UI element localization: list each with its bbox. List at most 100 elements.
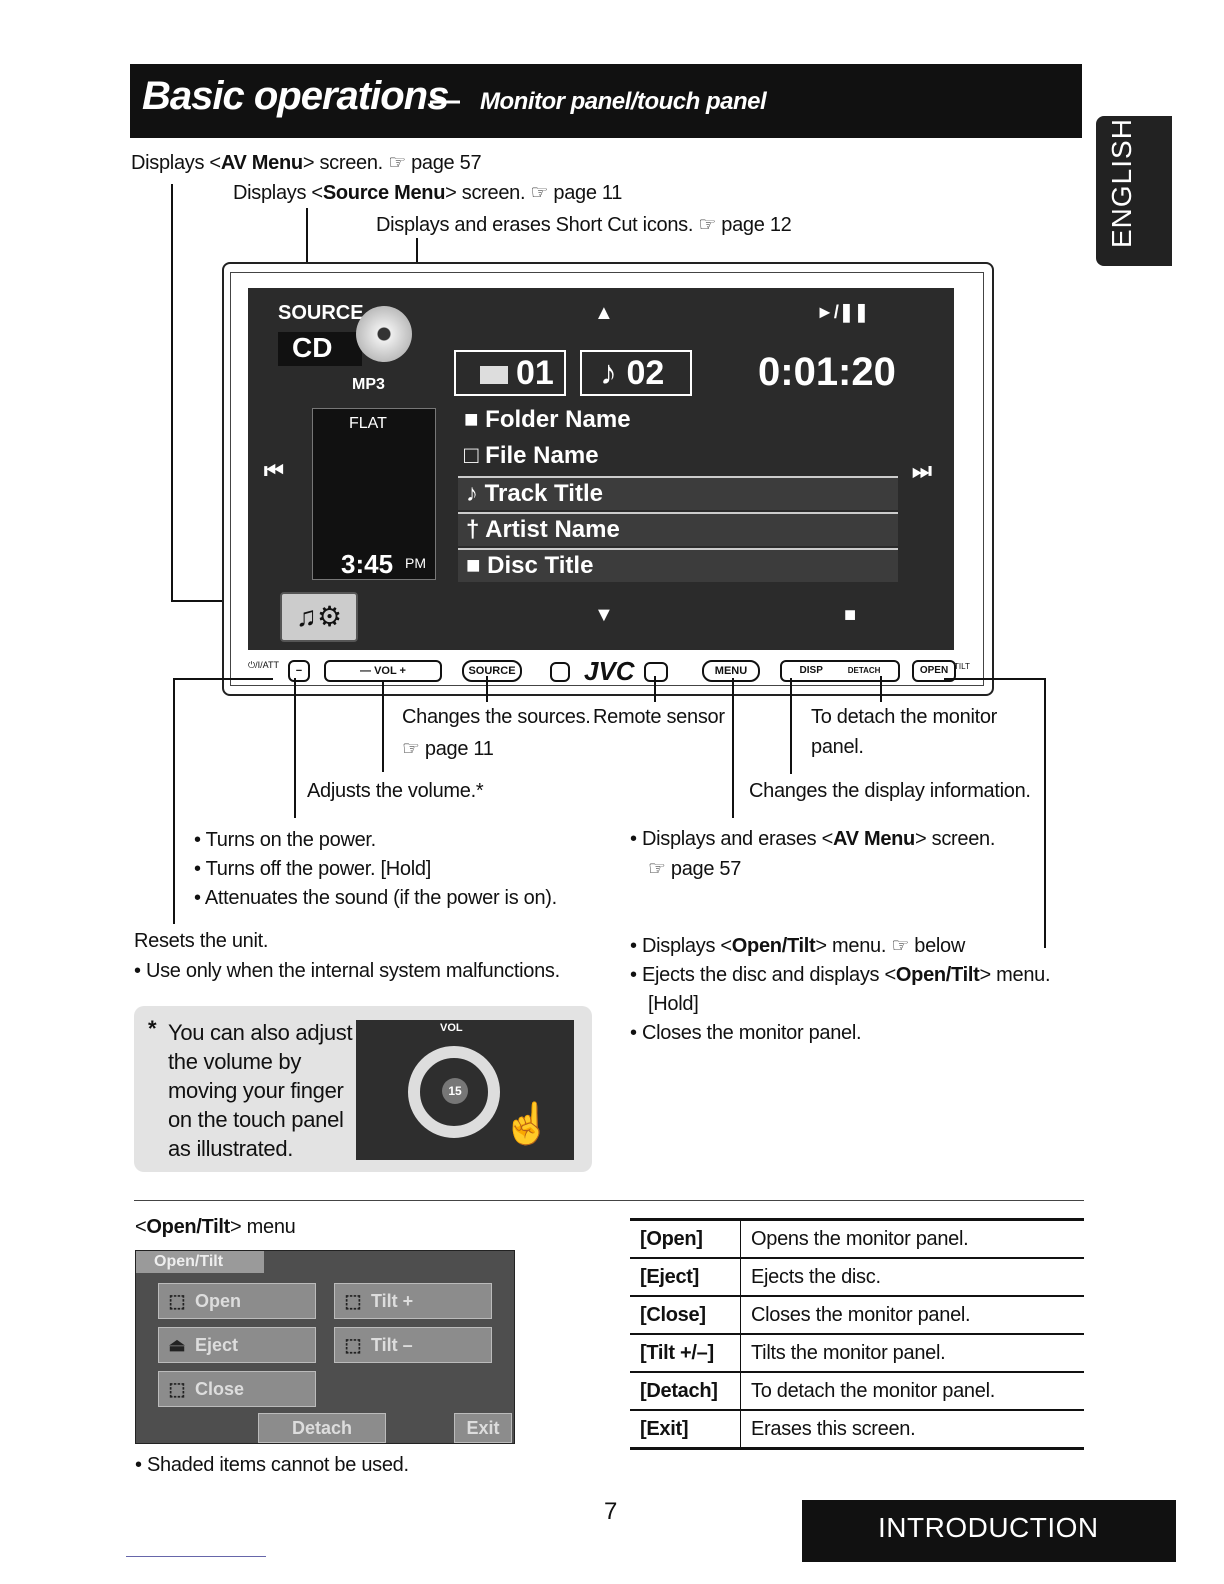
exit-menu-button[interactable]: Exit: [454, 1413, 512, 1443]
callout-changes-sources: Changes the sources.: [402, 706, 591, 728]
file-name: □ File Name: [464, 442, 599, 469]
shaded-note: • Shaded items cannot be used.: [135, 1454, 409, 1476]
folder-number-box: 01: [454, 350, 566, 396]
page-title: Basic operations: [142, 74, 449, 118]
table-row: [Close]Closes the monitor panel.: [630, 1296, 1084, 1335]
tilt-plus-button[interactable]: ⬚Tilt +: [334, 1283, 492, 1319]
up-icon[interactable]: ▲: [594, 302, 614, 324]
leader-line: [880, 676, 882, 702]
leader-line: [173, 678, 175, 924]
clock-ampm: PM: [405, 555, 426, 571]
brand-logo: JVC: [584, 656, 635, 686]
list-item: • Displays <Open/Tilt> menu. ☞ below: [630, 935, 966, 957]
language-tab-label: ENGLISH: [1106, 118, 1137, 248]
callout-detach-2: panel.: [811, 736, 864, 758]
open-tilt-menu: Open/Tilt ⬚Open ⬚Tilt + ⏏Eject ⬚Tilt – ⬚…: [135, 1250, 515, 1444]
page-number: 7: [604, 1498, 618, 1525]
folder-number: 01: [516, 354, 554, 392]
remote-sensor: [644, 662, 668, 682]
leader-line: [486, 676, 488, 702]
open-menu-button[interactable]: ⬚Open: [158, 1283, 316, 1319]
source-button[interactable]: SOURCE: [278, 302, 364, 324]
open-button[interactable]: OPEN: [912, 660, 956, 682]
volume-gesture-photo: 15 VOL ☝: [356, 1020, 574, 1160]
power-att-button[interactable]: ⏻/I/ATT: [248, 660, 279, 670]
volume-value: 15: [442, 1078, 468, 1104]
track-title-row[interactable]: ♪ Track Title: [458, 476, 898, 510]
table-row: [Open]Opens the monitor panel.: [630, 1218, 1084, 1259]
page-subtitle: Monitor panel/touch panel: [480, 88, 767, 115]
stop-icon[interactable]: ■: [844, 604, 857, 626]
menu-button[interactable]: MENU: [702, 660, 760, 682]
tilt-icon: ⬚: [344, 1335, 362, 1355]
source-hard-button[interactable]: SOURCE: [462, 660, 522, 682]
leader-line: [306, 208, 308, 304]
callout-detach-1: To detach the monitor: [811, 706, 998, 728]
callout-adjust-volume: Adjusts the volume.*: [307, 780, 484, 802]
leader-line: [171, 184, 173, 602]
callout-av-menu: Displays <AV Menu> screen. ☞ page 57: [131, 152, 482, 174]
volume-buttons[interactable]: — VOL +: [324, 660, 442, 682]
vol-label: VOL: [440, 1022, 463, 1034]
open-tilt-heading: <Open/Tilt> menu: [135, 1216, 296, 1238]
close-menu-button[interactable]: ⬚Close: [158, 1371, 316, 1407]
clock-panel: FLAT 3:45 PM: [312, 408, 436, 580]
section-label: INTRODUCTION: [878, 1512, 1099, 1543]
play-pause-icon[interactable]: ►/❚❚: [816, 302, 869, 322]
title-bar: Basic operations — Monitor panel/touch p…: [130, 64, 1082, 138]
open-icon: ⬚: [168, 1291, 186, 1311]
callout-shortcut: Displays and erases Short Cut icons. ☞ p…: [376, 214, 792, 236]
table-row: [Tilt +/–]Tilts the monitor panel.: [630, 1334, 1084, 1373]
tilt-icon: ⬚: [344, 1291, 362, 1311]
callout-changes-sources-ref: ☞ page 11: [402, 738, 494, 760]
tilt-minus-button[interactable]: ⬚Tilt –: [334, 1327, 492, 1363]
list-item: • Turns off the power. [Hold]: [194, 858, 431, 880]
artist-name-row[interactable]: † Artist Name: [458, 512, 898, 546]
tilt-label: TILT: [954, 662, 970, 671]
close-icon: ⬚: [168, 1379, 186, 1399]
reset-button[interactable]: −: [288, 660, 310, 682]
down-icon[interactable]: ▼: [594, 604, 614, 626]
disp-detach-button[interactable]: DISP DETACH: [780, 660, 900, 682]
format-label: MP3: [352, 376, 385, 393]
leader-line: [732, 678, 734, 818]
list-item: [Hold]: [648, 993, 699, 1015]
detach-menu-button[interactable]: Detach: [258, 1413, 386, 1443]
prev-icon[interactable]: ⏮: [264, 458, 284, 483]
callout-display-info: Changes the display information.: [749, 780, 1031, 802]
disc-title-row[interactable]: ■ Disc Title: [458, 548, 898, 582]
clock-time: 3:45: [341, 549, 394, 579]
eq-label: FLAT: [349, 415, 387, 432]
section-divider: [134, 1200, 1084, 1201]
shortcut-icon[interactable]: ♫⚙: [280, 592, 358, 642]
menu-list-item: • Displays and erases <AV Menu> screen.: [630, 828, 996, 850]
table-row: [Eject]Ejects the disc.: [630, 1258, 1084, 1297]
next-icon[interactable]: ⏭: [912, 458, 932, 483]
elapsed-time: 0:01:20: [758, 350, 896, 394]
open-tilt-table: [Open]Opens the monitor panel. [Eject]Ej…: [630, 1218, 1084, 1450]
leader-line: [654, 676, 656, 702]
list-item: • Turns on the power.: [194, 829, 376, 851]
title-dash: —: [430, 84, 460, 117]
panel-bezel: [230, 272, 984, 686]
leader-line: [944, 678, 1044, 680]
callout-source-menu: Displays <Source Menu> screen. ☞ page 11: [233, 182, 623, 204]
menu-list-ref: ☞ page 57: [648, 858, 742, 880]
list-item: • Ejects the disc and displays <Open/Til…: [630, 964, 1051, 986]
av-menu-button[interactable]: [550, 662, 570, 682]
list-item: • Attenuates the sound (if the power is …: [194, 887, 557, 909]
monitor-screen: SOURCE CD MP3 FLAT 3:45 PM ⏮ ⏭ ▲ ▼ ►/❚❚ …: [248, 288, 954, 650]
table-row: [Detach]To detach the monitor panel.: [630, 1372, 1084, 1411]
eject-menu-button[interactable]: ⏏Eject: [158, 1327, 316, 1363]
open-list: • Displays <Open/Tilt> menu. ☞ below • E…: [630, 932, 1051, 1048]
track-number: ♪ 02: [600, 354, 665, 392]
hand-icon: ☝: [502, 1102, 552, 1146]
disc-icon: [356, 306, 412, 362]
note-star: *: [148, 1016, 157, 1041]
table-row: [Exit]Erases this screen.: [630, 1410, 1084, 1450]
folder-icon: [480, 366, 508, 384]
eject-icon: ⏏: [168, 1335, 186, 1355]
source-value: CD: [278, 332, 362, 366]
